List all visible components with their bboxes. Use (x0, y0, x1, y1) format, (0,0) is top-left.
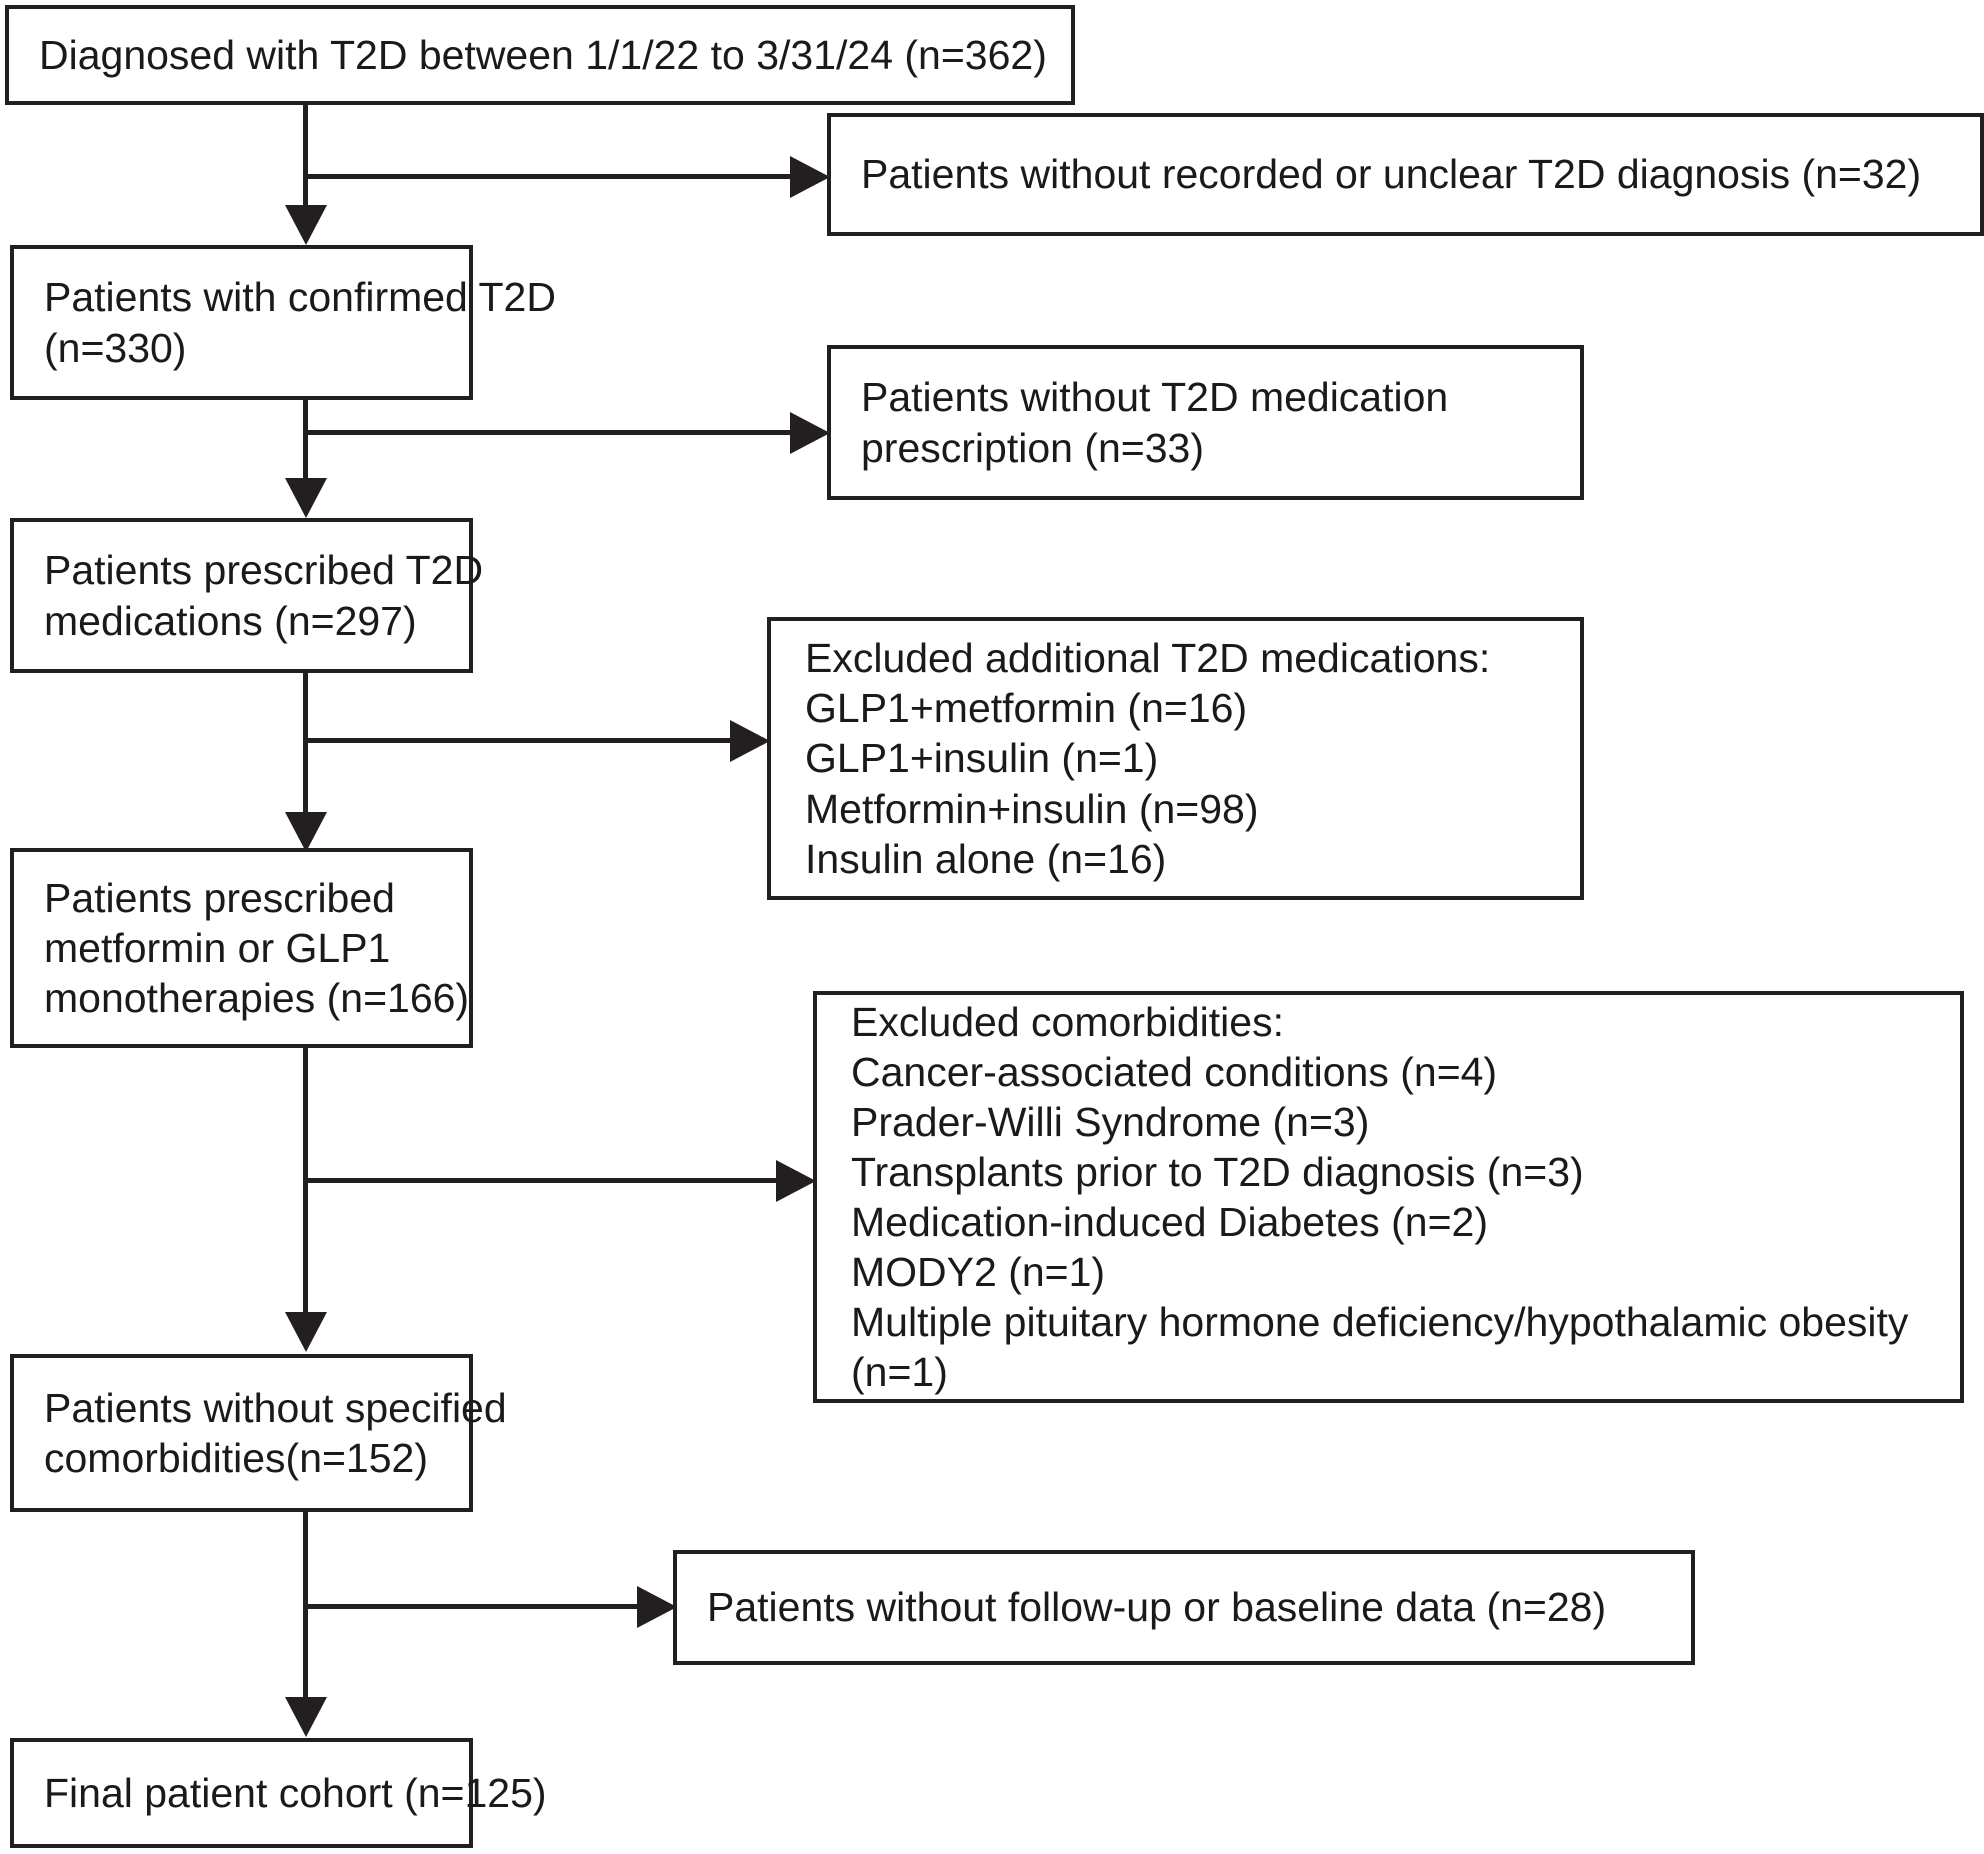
excl-comorbidities-line-4: Transplants prior to T2D diagnosis (n=3) (851, 1148, 1584, 1195)
connector-monotherapy-to-no-comorbidities (303, 1048, 308, 1320)
node-excluded-additional-medications: Excluded additional T2D medications: GLP… (767, 617, 1584, 900)
node-no-comorbidities-line-1: Patients without specified (44, 1384, 507, 1431)
node-prescribed-line-2: medications (n=297) (44, 597, 417, 644)
connector-diagnosed-to-confirmed (303, 105, 308, 213)
node-monotherapy-line-3: monotherapies (n=166) (44, 975, 470, 1021)
node-monotherapy-line-2: metformin or GLP1 (44, 924, 391, 971)
node-excluded-comorbidities: Excluded comorbidities: Cancer-associate… (813, 991, 1964, 1403)
excl-comorbidities-line-7: Multiple pituitary hormone deficiency/hy… (851, 1299, 1909, 1346)
arrowhead-diagnosed-to-confirmed (285, 205, 327, 245)
excl-medications-line-2: GLP1+metformin (n=16) (805, 685, 1248, 732)
node-excluded-no-followup: Patients without follow-up or baseline d… (673, 1550, 1695, 1665)
node-monotherapy-line-1: Patients prescribed (44, 874, 395, 921)
node-final-cohort-line-1: Final patient cohort (n=125) (44, 1769, 547, 1816)
node-patients-without-comorbidities: Patients without specified comorbidities… (10, 1354, 507, 1512)
arrowhead-prescribed-to-monotherapy (285, 812, 327, 852)
node-confirmed-line-1: Patients with confirmed T2D (44, 274, 556, 321)
node-excluded-no-prescription: Patients without T2D medication prescrip… (827, 345, 1584, 500)
node-confirmed-line-2: (n=330) (44, 324, 187, 371)
arrowhead-no-comorbidities-to-excl-followup (637, 1586, 677, 1628)
excl-comorbidities-line-8: (n=1) (851, 1349, 948, 1396)
node-patients-confirmed-t2d: Patients with confirmed T2D (n=330) (10, 245, 556, 400)
node-diagnosed-with-t2d: Diagnosed with T2D between 1/1/22 to 3/3… (5, 5, 1075, 105)
connector-no-comorbidities-to-excl-followup (305, 1604, 645, 1609)
arrowhead-no-comorbidities-to-final (285, 1697, 327, 1737)
connector-prescribed-to-excl-medications (305, 738, 740, 743)
excl-medications-line-3: GLP1+insulin (n=1) (805, 735, 1159, 782)
excl-unclear-line-1: Patients without recorded or unclear T2D… (861, 151, 1922, 198)
excl-comorbidities-line-6: MODY2 (n=1) (851, 1249, 1106, 1296)
connector-confirmed-to-excl-no-prescription (305, 430, 800, 435)
connector-prescribed-to-monotherapy (303, 673, 308, 821)
node-patients-prescribed-medications: Patients prescribed T2D medications (n=2… (10, 518, 484, 673)
excl-comorbidities-line-3: Prader-Willi Syndrome (n=3) (851, 1098, 1370, 1145)
connector-confirmed-to-prescribed (303, 400, 308, 486)
arrowhead-confirmed-to-excl-no-prescription (790, 412, 830, 454)
excl-no-prescription-line-1: Patients without T2D medication (861, 374, 1449, 421)
excl-no-prescription-line-2: prescription (n=33) (861, 424, 1204, 471)
node-no-comorbidities-line-2: comorbidities(n=152) (44, 1435, 428, 1481)
connector-diagnosed-to-excl-unclear (305, 174, 800, 179)
arrowhead-prescribed-to-excl-medications (730, 720, 770, 762)
node-final-patient-cohort: Final patient cohort (n=125) (10, 1738, 547, 1848)
connector-monotherapy-to-excl-comorbidities (305, 1178, 785, 1183)
excl-comorbidities-line-5: Medication-induced Diabetes (n=2) (851, 1199, 1489, 1245)
arrowhead-monotherapy-to-excl-comorbidities (776, 1160, 816, 1202)
arrowhead-confirmed-to-prescribed (285, 478, 327, 518)
excl-comorbidities-line-1: Excluded comorbidities: (851, 998, 1284, 1045)
arrowhead-monotherapy-to-no-comorbidities (285, 1312, 327, 1352)
excl-followup-line-1: Patients without follow-up or baseline d… (707, 1584, 1607, 1631)
node-excluded-unclear-diagnosis: Patients without recorded or unclear T2D… (827, 113, 1984, 236)
node-prescribed-line-1: Patients prescribed T2D (44, 547, 484, 594)
excl-medications-line-1: Excluded additional T2D medications: (805, 635, 1491, 682)
excl-comorbidities-line-2: Cancer-associated conditions (n=4) (851, 1048, 1498, 1095)
excl-medications-line-4: Metformin+insulin (n=98) (805, 785, 1259, 832)
excl-medications-line-5: Insulin alone (n=16) (805, 835, 1167, 882)
node-diagnosed-line-1: Diagnosed with T2D between 1/1/22 to 3/3… (39, 31, 1047, 78)
arrowhead-diagnosed-to-excl-unclear (790, 156, 830, 198)
node-patients-monotherapies: Patients prescribed metformin or GLP1 mo… (10, 848, 473, 1048)
